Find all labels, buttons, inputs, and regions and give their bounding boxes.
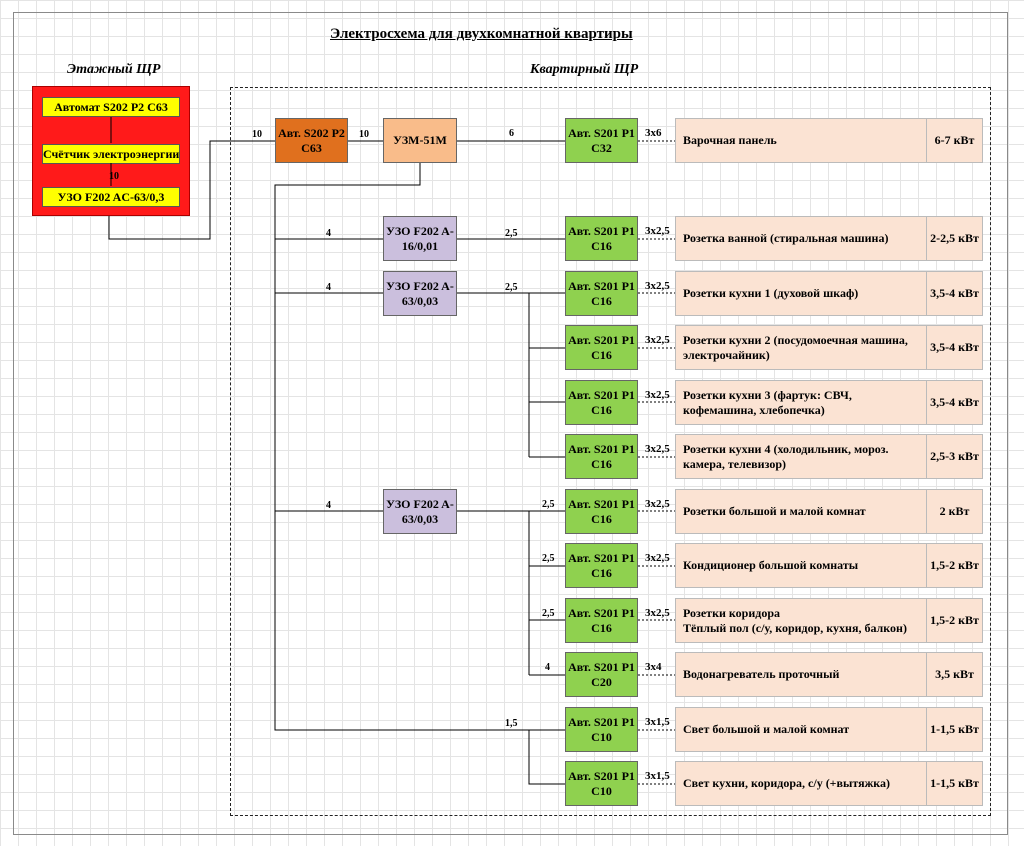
- floor-panel: Автомат S202 P2 C63 Счётчик электроэнерг…: [32, 86, 190, 216]
- rcd-2: УЗО F202 A-63/0,03: [383, 271, 457, 316]
- wire-label: 2,5: [542, 499, 555, 510]
- load-name: Розетки кухни 3 (фартук: СВЧ, кофемашина…: [683, 387, 852, 417]
- wire-label: 4: [545, 662, 550, 673]
- circuit-breaker: Авт. S201 P1 C32: [565, 118, 638, 163]
- floor-panel-label: Этажный ЩР: [67, 62, 161, 77]
- rcd-1: УЗО F202 A-16/0,01: [383, 216, 457, 261]
- rcd-3: УЗО F202 A-63/0,03: [383, 489, 457, 534]
- rcd3-wire-in: 4: [326, 500, 331, 511]
- circuit-breaker: Авт. S201 P1 C16: [565, 598, 638, 643]
- load-row: Варочная панель 6-7 кВт: [675, 118, 983, 163]
- circuit-breaker: Авт. S201 P1 C10: [565, 707, 638, 752]
- rcd2-wire-in: 4: [326, 282, 331, 293]
- wire-label: 6: [509, 128, 514, 139]
- circuit-breaker: Авт. S201 P1 C16: [565, 271, 638, 316]
- cable-label: 3х1,5: [645, 716, 670, 728]
- load-name: Варочная панель: [683, 133, 777, 147]
- cable-label: 3х2,5: [645, 498, 670, 510]
- load-power: 3,5-4 кВт: [926, 381, 982, 424]
- wire-feed: [108, 140, 275, 240]
- circuit-breaker: Авт. S201 P1 C16: [565, 216, 638, 261]
- load-name: Розетки большой и малой комнат: [683, 504, 866, 518]
- rcd1-wire-out: 2,5: [505, 228, 518, 239]
- load-row: Розетки коридора Тёплый пол (с/у, коридо…: [675, 598, 983, 643]
- load-row: Свет кухни, коридора, с/у (+вытяжка) 1-1,…: [675, 761, 983, 806]
- load-power: 1,5-2 кВт: [926, 544, 982, 587]
- apartment-panel-label: Квартирный ЩР: [530, 62, 639, 77]
- wire-in-label: 10: [252, 129, 262, 140]
- load-name: Розетки кухни 4 (холодильник, мороз. кам…: [683, 441, 889, 471]
- cable-label: 3х6: [645, 127, 662, 139]
- load-row: Розетки кухни 4 (холодильник, мороз. кам…: [675, 434, 983, 479]
- wire-bus: [274, 163, 565, 731]
- load-row: Водонагреватель проточный 3,5 кВт: [675, 652, 983, 697]
- circuit-breaker: Авт. S201 P1 C16: [565, 325, 638, 370]
- cable-label: 3х2,5: [645, 334, 670, 346]
- voltage-relay: УЗМ-51М: [383, 118, 457, 163]
- wire-label: 2,5: [542, 553, 555, 564]
- floor-rcd: УЗО F202 AC-63/0,3: [42, 187, 180, 207]
- rcd1-wire-in: 4: [326, 228, 331, 239]
- load-name: Свет кухни, коридора, с/у (+вытяжка): [683, 776, 891, 790]
- circuit-breaker: Авт. S201 P1 C16: [565, 489, 638, 534]
- load-name: Розетка ванной (стиральная машина): [683, 231, 889, 245]
- load-row: Розетки кухни 1 (духовой шкаф) 3,5-4 кВт: [675, 271, 983, 316]
- cable-label: 3х2,5: [645, 607, 670, 619]
- floor-main-breaker: Автомат S202 P2 C63: [42, 97, 180, 117]
- load-row: Кондиционер большой комнаты 1,5-2 кВт: [675, 543, 983, 588]
- load-row: Розетки кухни 3 (фартук: СВЧ, кофемашина…: [675, 380, 983, 425]
- load-power: 2-2,5 кВт: [926, 217, 982, 260]
- cable-label: 3х1,5: [645, 770, 670, 782]
- wire-main-label: 10: [359, 129, 369, 140]
- load-name: Розетки коридора Тёплый пол (с/у, коридо…: [683, 605, 907, 635]
- load-name: Свет большой и малой комнат: [683, 722, 850, 736]
- cable-label: 3х4: [645, 661, 662, 673]
- load-power: 2,5-3 кВт: [926, 435, 982, 478]
- diagram-title: Электросхема для двухкомнатной квартиры: [330, 26, 633, 42]
- cable-label: 3х2,5: [645, 443, 670, 455]
- load-row: Розетка ванной (стиральная машина) 2-2,5 …: [675, 216, 983, 261]
- circuit-breaker: Авт. S201 P1 C10: [565, 761, 638, 806]
- cable-label: 3х2,5: [645, 389, 670, 401]
- main-breaker: Авт. S202 P2 C63: [275, 118, 348, 163]
- cable-label: 3х2,5: [645, 552, 670, 564]
- rcd2-wire-out: 2,5: [505, 282, 518, 293]
- wire-light2: [528, 730, 565, 785]
- load-name: Водонагреватель проточный: [683, 667, 840, 681]
- load-row: Розетки большой и малой комнат 2 кВт: [675, 489, 983, 534]
- load-name: Розетки кухни 1 (духовой шкаф): [683, 286, 859, 300]
- load-power: 3,5 кВт: [926, 653, 982, 696]
- load-power: 3,5-4 кВт: [926, 272, 982, 315]
- circuit-breaker: Авт. S201 P1 C20: [565, 652, 638, 697]
- load-power: 1-1,5 кВт: [926, 708, 982, 751]
- circuit-breaker: Авт. S201 P1 C16: [565, 543, 638, 588]
- circuit-breaker: Авт. S201 P1 C16: [565, 380, 638, 425]
- apartment-panel-border: [230, 87, 991, 816]
- cable-label: 3х2,5: [645, 225, 670, 237]
- load-power: 6-7 кВт: [926, 119, 982, 162]
- load-power: 1,5-2 кВт: [926, 599, 982, 642]
- load-power: 2 кВт: [926, 490, 982, 533]
- diagram-frame: [13, 12, 1008, 835]
- lighting-wire-label: 1,5: [505, 718, 518, 729]
- load-row: Розетки кухни 2 (посудомоечная машина, э…: [675, 325, 983, 370]
- floor-inner-wire-label: 10: [109, 171, 119, 182]
- wire-label: 2,5: [542, 608, 555, 619]
- load-row: Свет большой и малой комнат 1-1,5 кВт: [675, 707, 983, 752]
- load-name: Кондиционер большой комнаты: [683, 558, 859, 572]
- load-name: Розетки кухни 2 (посудомоечная машина, э…: [683, 332, 908, 362]
- circuit-breaker: Авт. S201 P1 C16: [565, 434, 638, 479]
- load-power: 1-1,5 кВт: [926, 762, 982, 805]
- cable-label: 3х2,5: [645, 280, 670, 292]
- load-power: 3,5-4 кВт: [926, 326, 982, 369]
